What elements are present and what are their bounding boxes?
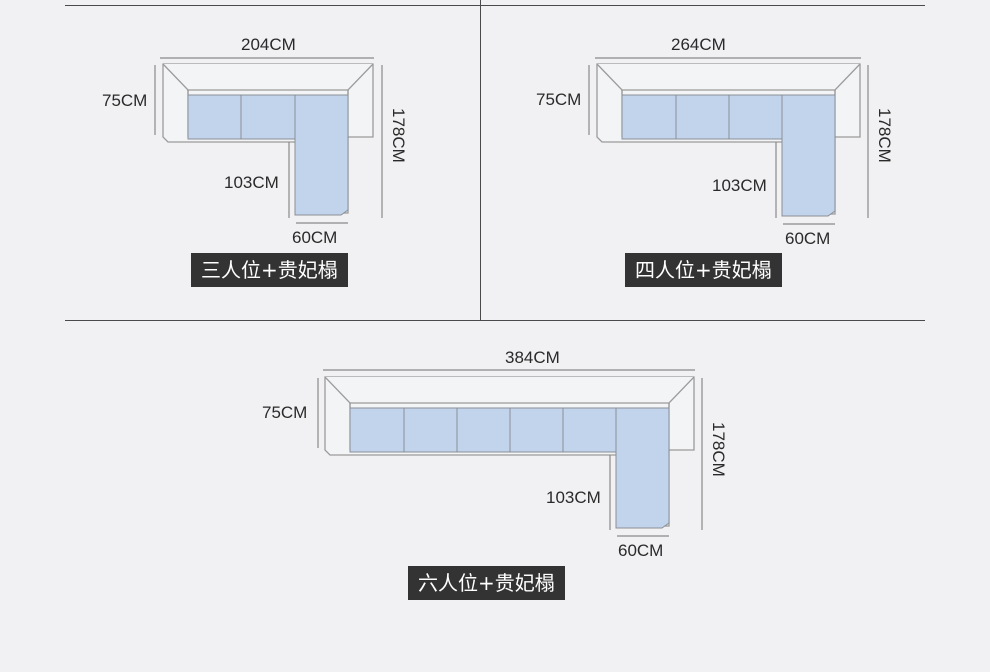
middle-divider xyxy=(65,320,925,321)
caption-three-seat: 三人位+贵妃榻 xyxy=(191,253,348,287)
depth-label: 75CM xyxy=(102,91,148,110)
width-label: 204CM xyxy=(241,35,296,54)
chaise-inner-label: 103CM xyxy=(224,173,279,192)
top-divider xyxy=(65,5,925,6)
chaise-inner-label: 103CM xyxy=(546,488,601,507)
chaise-width-label: 60CM xyxy=(292,228,338,247)
vertical-divider xyxy=(480,0,481,320)
caption-six-seat: 六人位+贵妃榻 xyxy=(408,566,565,600)
depth-label: 75CM xyxy=(262,403,308,422)
chaise-width-label: 60CM xyxy=(785,229,831,248)
chaise-inner-label: 103CM xyxy=(712,176,767,195)
caption-four-seat: 四人位+贵妃榻 xyxy=(625,253,782,287)
depth-label: 75CM xyxy=(536,90,582,109)
chaise-width-label: 60CM xyxy=(618,541,664,560)
width-label: 264CM xyxy=(671,35,726,54)
length-label: 178CM xyxy=(709,422,728,477)
width-label: 384CM xyxy=(505,348,560,367)
